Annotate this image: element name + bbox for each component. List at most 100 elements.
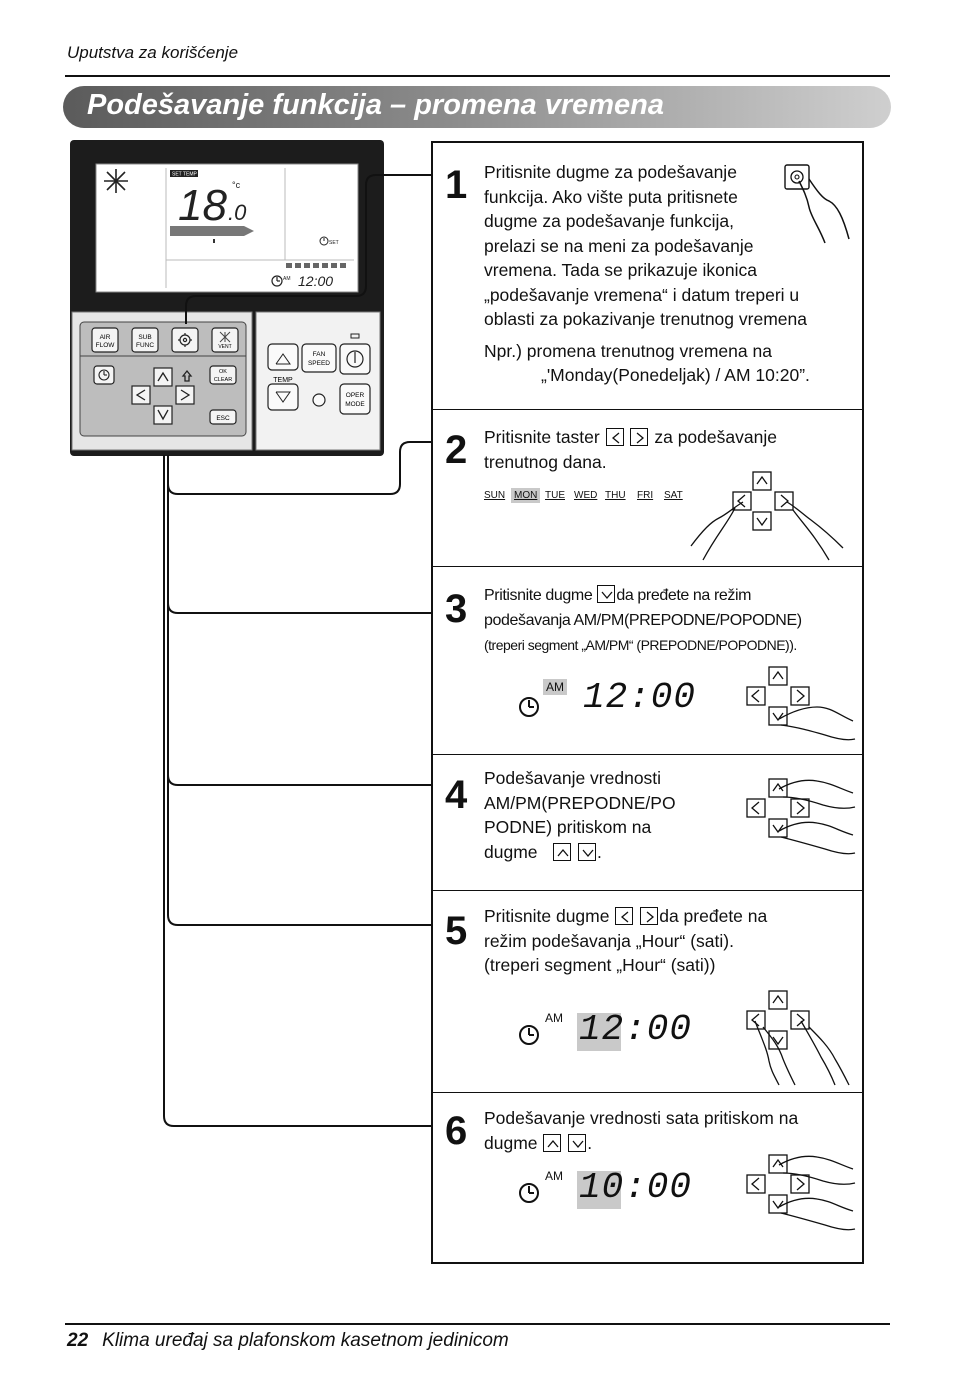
step-5-text-b: da pređete na [659, 906, 768, 926]
step-1-example: „'Monday(Ponedeljak) / AM 10:20”. [541, 365, 810, 385]
step-4-line: dugme . [484, 841, 602, 862]
air-flow-label-2: FLOW [96, 342, 116, 349]
page-number: 22 [67, 1330, 89, 1351]
step-1-line: dugme za podešavanje funkcija, [484, 211, 735, 231]
down-key-icon [577, 842, 596, 861]
step-6-text-a: Podešavanje vrednosti sata pritiskom na [484, 1108, 799, 1128]
set-temp-label: SET TEMP [172, 172, 197, 178]
header-rule [65, 75, 890, 77]
step-2-text-c: trenutnog dana. [484, 451, 607, 472]
function-setting-button [171, 327, 199, 353]
fan-speed-button [301, 343, 337, 373]
step-1-example: Npr.) promena trenutnog vremena na [484, 340, 772, 361]
step-4: 4 Podešavanje vrednosti AM/PM(PREPODNE/P… [433, 755, 862, 891]
right-key-icon [630, 428, 649, 446]
step-3-text-d: (treperi segment „AM/PM“ (PREPODNE/POPOD… [484, 637, 797, 653]
left-button [131, 385, 151, 405]
hands-pressing-left-right-keys-icon [746, 990, 850, 1086]
step-5-text-c: režim podešavanja „Hour“ (sati). [484, 930, 734, 951]
fan-speed-bar [170, 226, 254, 236]
step-1-line: vremena. Tada se prikazuje ikonica [484, 260, 758, 280]
step-4-text-last: dugme [484, 841, 538, 862]
time-display-hour-set: AM 10:00 [517, 1167, 691, 1213]
step-2-text: Pritisnite taster za podešavanje trenutn… [484, 425, 777, 474]
right-button [175, 385, 195, 405]
ok-clear-button [209, 365, 237, 385]
temp-down-icon [275, 391, 291, 403]
step-1-line: oblasti za pokazivanje trenutnog vremena [484, 309, 807, 329]
step-1-text: Pritisnite dugme za podešavanje funkcija… [484, 160, 810, 388]
step-4-line: AM/PM(PREPODNE/PO [484, 792, 676, 813]
footer-title: Klima uređaj sa plafonskom kasetnom jedi… [102, 1330, 509, 1351]
up-button [153, 367, 173, 387]
sub-func-label-2: FUNC [136, 342, 154, 349]
timer-clock-icon [98, 369, 110, 381]
right-arrow-icon [180, 389, 191, 401]
up-arrow-icon [157, 371, 169, 382]
indicator-led [312, 393, 326, 407]
hands-pressing-left-right-keys-icon [690, 471, 844, 561]
step-1-line: „podešavanje vremena“ i datum treperi u [484, 284, 800, 305]
am-segment: AM [545, 1169, 563, 1183]
unit-label: °c [232, 180, 241, 190]
step-2: 2 Pritisnite taster za podešavanje trenu… [433, 410, 862, 567]
am-segment: AM [545, 1011, 563, 1025]
hand-pressing-up-down-keys-icon [746, 778, 856, 855]
day-label: WED [574, 490, 598, 501]
down-key-icon [597, 585, 616, 603]
step-4-text: Podešavanje vrednosti AM/PM(PREPODNE/PO … [484, 766, 676, 864]
home-icon [181, 369, 193, 382]
temp-label: TEMP [273, 377, 293, 384]
clock-digits: 12:00 [298, 273, 333, 289]
power-icon [346, 350, 364, 368]
left-key-icon [605, 428, 624, 446]
temperature-decimal: .0 [228, 200, 247, 225]
step-number: 1 [445, 163, 468, 207]
time-display-am-blinking: AM 12:00 [517, 677, 695, 723]
temperature-digits: 18 [178, 181, 227, 230]
day-label: SUN [484, 490, 506, 501]
step-number: 6 [445, 1109, 468, 1153]
gear-icon [178, 333, 192, 347]
day-label: THU [605, 490, 626, 501]
fan-speed-label-1: FAN [313, 351, 326, 358]
temp-up-icon [275, 353, 291, 365]
clock-icon [519, 1183, 539, 1203]
left-arrow-icon [135, 389, 146, 401]
step-5-text-a: Pritisnite dugme [484, 906, 610, 926]
hour-segment-highlight [577, 1013, 621, 1051]
step-5-text-d: (treperi segment „Hour“ (sati)) [484, 955, 716, 975]
step-number: 3 [445, 587, 468, 631]
hour-segment-highlight [577, 1171, 621, 1209]
fan-speed-label-2: SPEED [308, 360, 330, 367]
down-button [153, 405, 173, 425]
air-flow-button [91, 327, 119, 353]
down-key-icon [568, 1133, 587, 1152]
step-6-text: Podešavanje vrednosti sata pritiskom na … [484, 1108, 799, 1153]
clock-icon [519, 1025, 539, 1045]
ok-label: OK [219, 369, 227, 375]
time-digits: 12:00 [579, 1009, 693, 1050]
step-6: 6 Podešavanje vrednosti sata pritiskom n… [433, 1093, 862, 1262]
clock-icon [519, 697, 539, 717]
step-2-text-b: za podešavanje [654, 427, 777, 447]
am-label: AM [283, 276, 291, 282]
vent-label: VENT [218, 344, 231, 350]
up-key-icon [553, 842, 572, 861]
step-number: 4 [445, 773, 468, 817]
step-2-text-a: Pritisnite taster [484, 427, 600, 447]
clear-label: CLEAR [214, 377, 232, 383]
step-5: 5 Pritisnite dugme da pređete na režim p… [433, 891, 862, 1093]
set-label: SET [329, 240, 339, 246]
temp-up-button [267, 343, 299, 371]
hand-pressing-down-key-icon [746, 666, 856, 741]
step-4-line: Podešavanje vrednosti [484, 768, 662, 788]
step-1-line: prelazi se na meni za podešavanje [484, 235, 754, 256]
step-1: 1 Pritisnite dugme za podešavanje funkci… [433, 143, 862, 410]
step-3: 3 Pritisnite dugme da pređete na režim p… [433, 567, 862, 755]
day-label-selected: MON [511, 488, 541, 503]
running-header: Uputstva za korišćenje [67, 43, 239, 62]
oper-mode-label-2: MODE [345, 401, 365, 408]
up-key-icon [543, 1133, 562, 1152]
temp-down-button [267, 383, 299, 411]
